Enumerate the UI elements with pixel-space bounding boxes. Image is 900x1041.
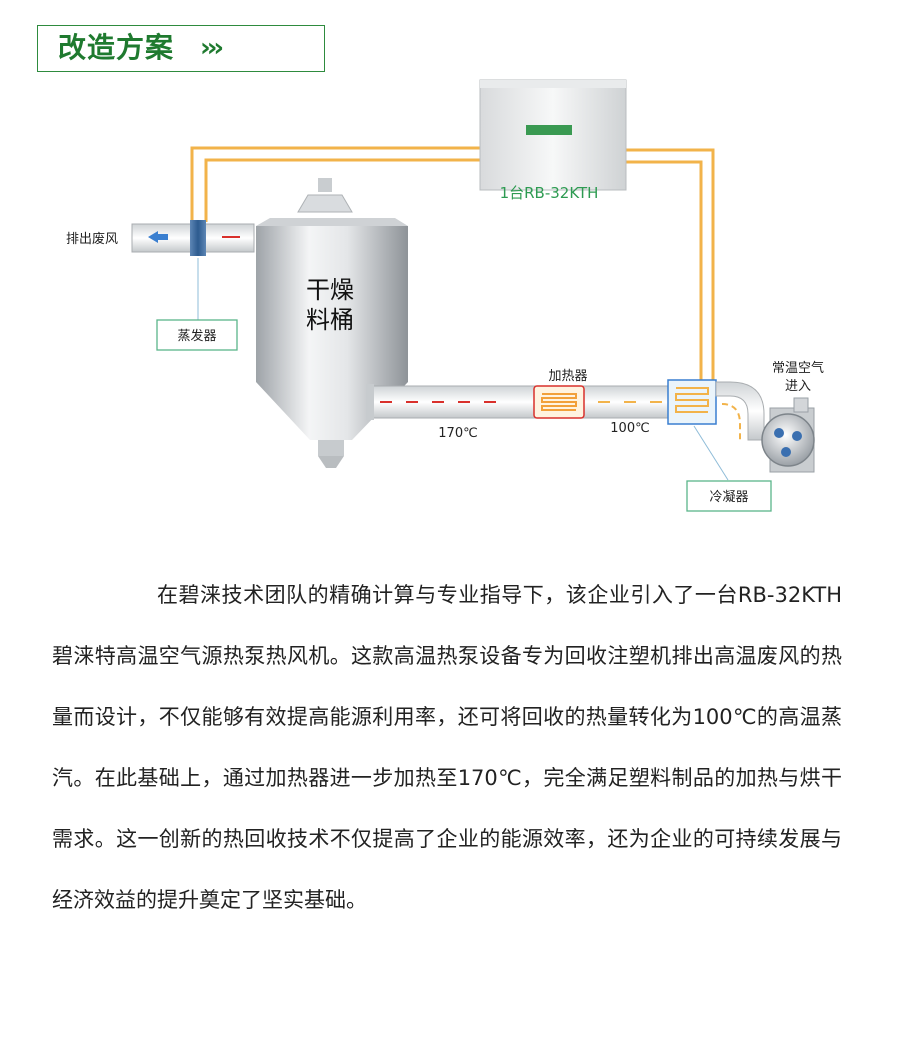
evaporator-callout: 蒸发器 [156, 258, 238, 351]
evaporator-coil [190, 220, 206, 256]
temp-100-label: 100℃ [610, 421, 649, 436]
arrow-left-icon [148, 231, 168, 243]
heat-pump-label: 1台RB-32KTH [500, 184, 599, 202]
refrigerant-loop [190, 146, 715, 382]
section-title: 改造方案 [58, 31, 175, 64]
temp-170-label: 170℃ [438, 426, 477, 441]
description-paragraph: 在碧涞技术团队的精确计算与专业指导下，该企业引入了一台RB-32KTH碧涞特高温… [52, 583, 842, 912]
system-diagram: 1台RB-32KTH 排出废风 蒸发器 干燥 料桶 [66, 79, 824, 512]
condenser [667, 379, 717, 425]
intake-fan: 常温空气 进入 [715, 360, 824, 473]
ambient-air-label-line2: 进入 [785, 379, 811, 394]
dryer-label-line2: 料桶 [306, 306, 354, 334]
evaporator-label: 蒸发器 [177, 328, 216, 344]
condenser-label: 冷凝器 [709, 489, 748, 505]
ambient-air-label-line1: 常温空气 [772, 360, 824, 376]
brand-logo-icon [526, 125, 572, 135]
exhaust-pipe: 排出废风 [66, 220, 255, 256]
heat-pump-unit: 1台RB-32KTH [479, 79, 627, 202]
condenser-callout: 冷凝器 [686, 425, 772, 512]
heater-label: 加热器 [548, 369, 587, 384]
supply-pipe: 170℃ 100℃ [366, 384, 669, 441]
section-header: 改造方案 ››› [37, 25, 325, 72]
dryer-label-line1: 干燥 [306, 276, 354, 304]
exhaust-label: 排出废风 [66, 231, 118, 247]
heater: 加热器 [533, 369, 588, 419]
dryer-tank: 干燥 料桶 [256, 178, 408, 468]
